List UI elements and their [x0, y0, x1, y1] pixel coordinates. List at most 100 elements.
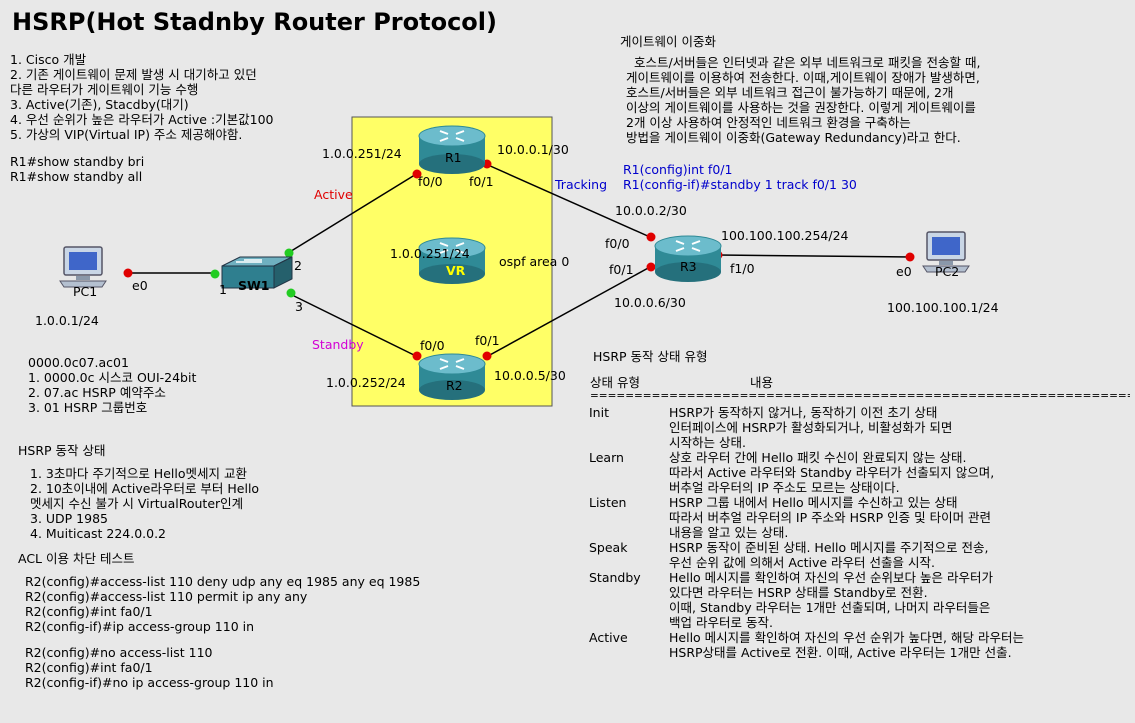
- r3-ip-top: 10.0.0.2/30: [615, 203, 687, 218]
- pc2-label: PC2: [935, 264, 960, 279]
- tracking-cmd-1: R1(config)int f0/1: [623, 162, 733, 177]
- port-dot: [412, 169, 422, 179]
- state-desc-line: Hello 메시지를 확인하여 자신의 우선 순위가 높다면, 해당 라우터는: [669, 630, 1024, 645]
- text-line: 2. 10초이내에 Active라우터로 부터 Hello: [30, 481, 260, 496]
- state-desc-line: HSRP상태를 Active로 전환. 이때, Active 라우터는 1개만 …: [669, 645, 1012, 660]
- r3-f00: f0/0: [605, 236, 630, 251]
- state-desc-line: HSRP 동작이 준비된 상태. Hello 메시지를 주기적으로 전송,: [669, 540, 989, 555]
- pc2-ip: 100.100.100.1/24: [887, 300, 999, 315]
- page-title: HSRP(Hot Stadnby Router Protocol): [12, 8, 497, 36]
- link-r2-r3: [487, 266, 651, 357]
- text-line: 방법을 게이트웨이 이중화(Gateway Redundancy)라고 한다.: [626, 130, 961, 145]
- r3-label: R3: [680, 259, 697, 274]
- text-line: R2(config)#int fa0/1: [25, 604, 153, 619]
- text-line: R2(config-if)#ip access-group 110 in: [25, 619, 255, 634]
- text-line: 4. 우선 순위가 높은 라우터가 Active :기본값100: [10, 112, 274, 127]
- r1-label: R1: [445, 150, 462, 165]
- state-desc-line: 백업 라우터로 동작.: [669, 615, 773, 630]
- text-line: 2개 이상 사용하여 안정적인 네트워크 환경을 구축하는: [626, 115, 911, 130]
- pc1-icon: [59, 246, 107, 288]
- tracking-cmd-2: R1(config-if)#standby 1 track f0/1 30: [623, 177, 857, 192]
- text-line: R2(config)#access-list 110 deny udp any …: [25, 574, 421, 589]
- text-line: 3. UDP 1985: [30, 511, 108, 526]
- link-r3-pc2: [717, 254, 911, 258]
- port-dot: [482, 351, 492, 361]
- r3-ip-bottom: 10.0.0.6/30: [614, 295, 686, 310]
- text-line: 1. 0000.0c 시스코 OUI-24bit: [28, 370, 197, 385]
- state-table-title: HSRP 동작 상태 유형: [593, 349, 708, 364]
- active-label: Active: [314, 187, 353, 202]
- text-line: R1#show standby bri: [10, 154, 145, 169]
- state-desc-line: 따라서 버추얼 라우터의 IP 주소와 HSRP 인증 및 타이머 관련: [669, 510, 992, 525]
- text-line: R1#show standby all: [10, 169, 143, 184]
- text-line: 이상의 게이트웨이를 사용하는 것을 권장한다. 이렇게 게이트웨이를: [626, 100, 976, 115]
- sw1-port-2: 2: [294, 258, 302, 273]
- hsrp-state-title: HSRP 동작 상태: [18, 443, 106, 458]
- r1-f01: f0/1: [469, 174, 494, 189]
- state-desc-line: HSRP가 동작하지 않거나, 동작하기 이전 초기 상태: [669, 405, 938, 420]
- router-r3-icon: [654, 235, 722, 282]
- state-desc-line: 시작하는 상태.: [669, 435, 746, 450]
- ospf-label: ospf area 0: [499, 254, 570, 269]
- text-line: 3. 01 HSRP 그룹번호: [28, 400, 148, 415]
- text-line: 1. 3초마다 주기적으로 Hello멧세지 교환: [30, 466, 247, 481]
- r3-f10: f1/0: [730, 261, 755, 276]
- pc2-port: e0: [896, 264, 912, 279]
- state-name: Learn: [589, 450, 624, 465]
- text-line: R2(config)#no access-list 110: [25, 645, 213, 660]
- state-name: Standby: [589, 570, 641, 585]
- port-dot: [210, 269, 220, 279]
- r3-ip-right: 100.100.100.254/24: [721, 228, 849, 243]
- state-desc-line: 인터페이스에 HSRP가 활성화되거나, 비활성화가 되면: [669, 420, 953, 435]
- state-col-1: 상태 유형: [590, 375, 640, 390]
- r2-label: R2: [446, 378, 463, 393]
- state-col-2: 내용: [750, 375, 774, 390]
- port-dot: [646, 262, 656, 272]
- state-name: Speak: [589, 540, 628, 555]
- text-line: R2(config)#int fa0/1: [25, 660, 153, 675]
- state-name: Active: [589, 630, 628, 645]
- state-desc-line: 우선 순위 값에 의해서 Active 라우터 선출을 시작.: [669, 555, 935, 570]
- state-separator: ========================================…: [590, 390, 1130, 402]
- text-line: 4. Muiticast 224.0.0.2: [30, 526, 167, 541]
- table-row: Speak HSRP 동작이 준비된 상태. Hello 메시지를 주기적으로 전…: [589, 540, 1024, 570]
- sw1-label: SW1: [238, 278, 270, 293]
- text-line: 0000.0c07.ac01: [28, 355, 129, 370]
- vr-label: VR: [446, 263, 466, 278]
- r1-ip-left: 1.0.0.251/24: [322, 146, 402, 161]
- text-line: 3. Active(기존), Stacdby(대기): [10, 97, 189, 112]
- r2-f00: f0/0: [420, 338, 445, 353]
- text-line: 다른 라우터가 게이트웨이 기능 수행: [10, 82, 199, 97]
- pc1-label: PC1: [73, 284, 98, 299]
- link-sw1-r1: [287, 172, 419, 254]
- state-desc-line: 버추얼 라우터의 IP 주소도 모르는 상태이다.: [669, 480, 900, 495]
- state-desc-line: 내용을 알고 있는 상태.: [669, 525, 789, 540]
- pc1-port: e0: [132, 278, 148, 293]
- router-r2-icon: [418, 353, 486, 400]
- text-line: 5. 가상의 VIP(Virtual IP) 주소 제공해야함.: [10, 127, 243, 142]
- r1-f00: f0/0: [418, 174, 443, 189]
- switch-icon: [221, 256, 293, 289]
- port-dot: [412, 351, 422, 361]
- link-sw1-r2: [289, 293, 419, 358]
- sw1-port-3: 3: [295, 299, 303, 314]
- text-line: 호스트/서버들은 외부 네트워크 접근이 불가능하기 때문에, 2개: [626, 85, 954, 100]
- state-desc-line: HSRP 그룹 내에서 Hello 메시지를 수신하고 있는 상태: [669, 495, 958, 510]
- state-desc-line: 있다면 라우터는 HSRP 상태를 Standby로 전환.: [669, 585, 928, 600]
- vr-ip: 1.0.0.251/24: [390, 246, 470, 261]
- state-desc-line: Hello 메시지를 확인하여 자신의 우선 순위보다 높은 라우터가: [669, 570, 993, 585]
- tracking-label: Tracking: [555, 177, 608, 192]
- gw-title: 게이트웨이 이중화: [620, 34, 716, 49]
- text-line: 호스트/서버들은 인터넷과 같은 외부 네트워크로 패킷을 전송할 때,: [626, 55, 981, 70]
- gw-text: 호스트/서버들은 인터넷과 같은 외부 네트워크로 패킷을 전송할 때,게이트웨…: [626, 55, 980, 145]
- text-line: 1. Cisco 개발: [10, 52, 87, 67]
